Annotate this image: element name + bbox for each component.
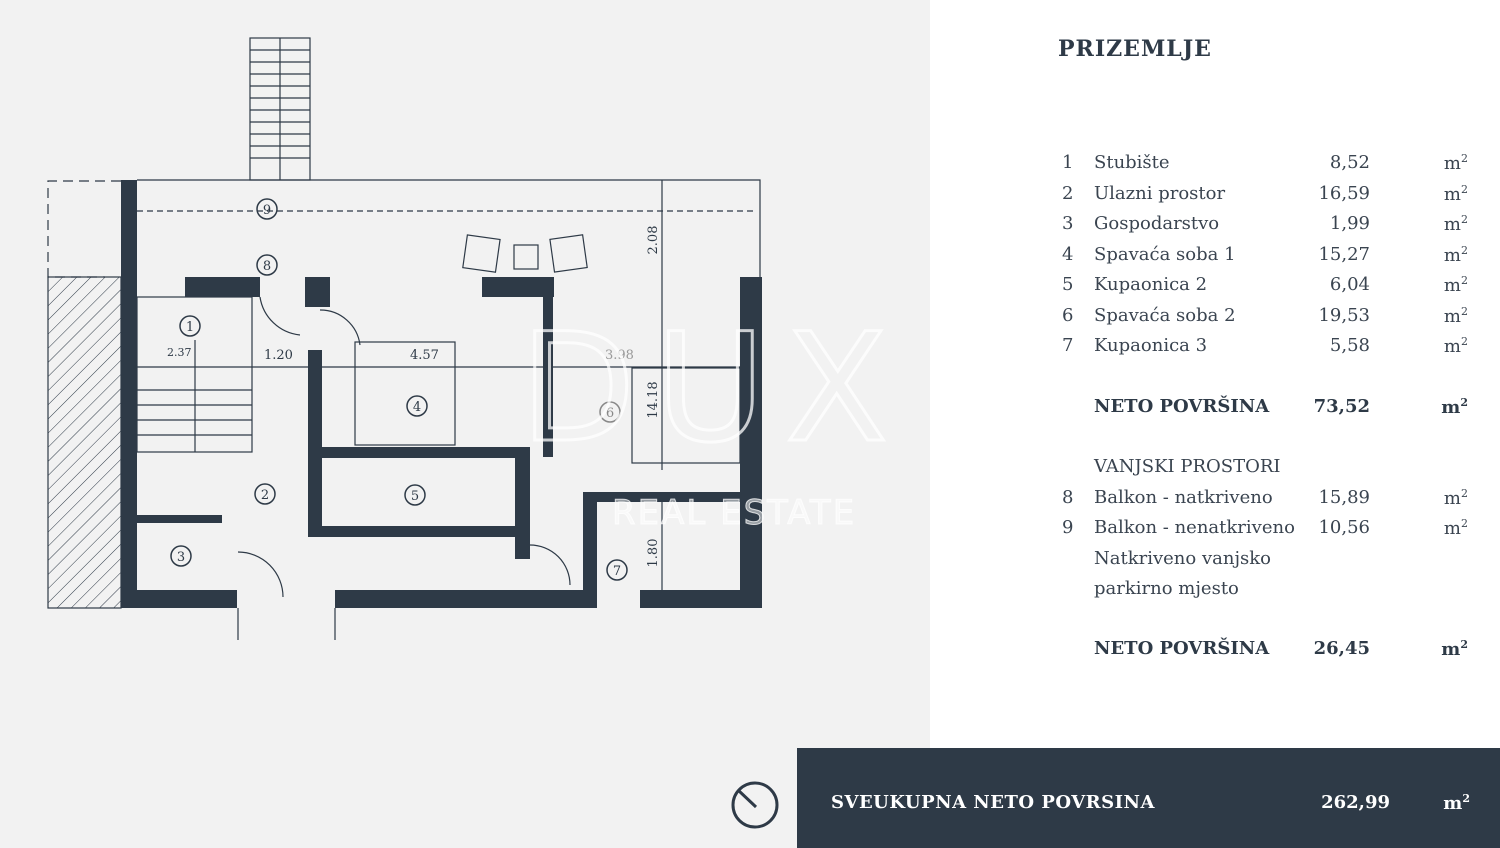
row-unit: m2 [1443,304,1468,327]
row-area: 10,56 [1318,517,1370,539]
stair-steps [250,38,310,180]
svg-text:8: 8 [263,259,271,274]
row-name: Natkriveno vanjsko [1094,547,1272,569]
outdoor-heading: VANJSKI PROSTORI [1058,456,1468,486]
svg-text:4: 4 [413,400,421,415]
row-name: NETO POVRŠINA [1094,638,1270,659]
net-outdoor-row: NETO POVRŠINA 26,45 m2 [1058,638,1468,668]
outdoor-heading-label: VANJSKI PROSTORI [1094,456,1281,477]
svg-text:7: 7 [613,564,621,579]
svg-text:1.80: 1.80 [646,539,661,568]
svg-text:9: 9 [263,203,271,218]
row-name: Balkon - natkriveno [1094,487,1273,508]
row-area: 73,52 [1313,396,1370,417]
row-name: Spavaća soba 1 [1094,243,1236,265]
row-unit: m2 [1443,243,1468,266]
room-row: 4 Spavaća soba 1 15,27 m2 [1058,244,1468,274]
net-area-row: NETO POVRŠINA 73,52 m2 [1058,396,1468,426]
row-number: 9 [1062,517,1074,539]
dimension-labels: 2.08 1.20 4.57 3.98 14.18 1.80 2.37 [167,226,661,568]
row-number: 2 [1062,182,1074,204]
room-row: 5 Kupaonica 2 6,04 m2 [1058,274,1468,304]
room-row: 3 Gospodarstvo 1,99 m2 [1058,213,1468,243]
room-labels: 1 2 3 4 5 6 7 8 9 [170,198,628,581]
row-area: 6,04 [1329,274,1370,295]
room-row: 7 Kupaonica 3 5,58 m2 [1058,335,1468,365]
row-area: 26,45 [1313,638,1370,659]
parking-outline [47,180,121,278]
row-area: 16,59 [1318,182,1370,204]
row-name: Stubište [1094,152,1170,173]
svg-text:6: 6 [606,406,614,421]
svg-text:3.98: 3.98 [605,348,634,363]
row-number: 3 [1062,213,1074,234]
bed-1 [354,341,456,446]
svg-text:2.08: 2.08 [646,226,661,255]
compass-icon [731,781,779,829]
total-bar: SVEUKUPNA NETO POVRSINA 262,99 m2 [797,748,1500,848]
floor-title: PRIZEMLJE [1058,36,1212,62]
row-area: 8,52 [1329,152,1370,173]
row-area: 15,27 [1318,243,1370,265]
svg-text:1: 1 [186,320,194,335]
balcony-outline [137,179,761,277]
room-row: 1 Stubište 8,52 m2 [1058,152,1468,182]
walls [121,180,762,608]
row-unit: m2 [1443,274,1468,296]
total-area: 262,99 [1321,792,1390,813]
row-area: 19,53 [1318,304,1370,326]
svg-text:REAL ESTATE: REAL ESTATE [612,493,856,533]
outdoor-row: parkirno mjesto [1058,578,1468,608]
row-name: Balkon - nenatkriveno [1094,517,1295,539]
row-unit: m2 [1443,487,1468,509]
total-label: SVEUKUPNA NETO POVRSINA [831,792,1155,813]
row-unit: m2 [1443,335,1468,357]
row-name: parkirno mjesto [1094,577,1239,599]
row-area: 15,89 [1318,487,1370,508]
balcony-furniture [462,234,588,273]
outdoor-row: 9 Balkon - nenatkriveno 10,56 m2 [1058,517,1468,547]
row-name: Kupaonica 3 [1094,335,1208,356]
row-name: Kupaonica 2 [1094,274,1208,295]
row-number: 8 [1062,487,1074,508]
floor-plan: 1 2 3 4 5 6 7 8 9 2.08 1.20 4.57 3.98 14… [47,37,908,640]
total-unit: m2 [1443,792,1470,814]
row-number: 5 [1062,274,1074,295]
row-unit: m2 [1441,396,1468,418]
watermark-logo: DUX REAL ESTATE [519,301,908,534]
doors [237,296,571,640]
row-unit: m2 [1443,182,1468,205]
outdoor-row: Natkriveno vanjsko [1058,548,1468,578]
row-number: 6 [1062,304,1074,326]
room-row: 6 Spavaća soba 2 19,53 m2 [1058,305,1468,335]
svg-text:1.20: 1.20 [264,348,293,363]
hatched-wall [47,276,122,609]
svg-text:3: 3 [177,550,185,565]
row-number: 7 [1062,335,1074,356]
row-name: Gospodarstvo [1094,213,1220,234]
area-panel: PRIZEMLJE 1 Stubište 8,52 m2 2 Ulazni prostor… [930,0,1500,748]
svg-text:4.57: 4.57 [410,348,439,363]
svg-text:2: 2 [261,488,269,503]
row-number: 1 [1062,152,1074,173]
svg-text:14.18: 14.18 [646,381,661,418]
row-area: 1,99 [1329,213,1370,234]
row-unit: m2 [1443,152,1468,174]
row-number: 4 [1062,243,1074,265]
row-name: Ulazni prostor [1094,182,1226,204]
svg-text:5: 5 [411,489,419,504]
svg-text:2.37: 2.37 [167,346,192,359]
row-unit: m2 [1441,638,1468,660]
room-row: 2 Ulazni prostor 16,59 m2 [1058,183,1468,213]
row-unit: m2 [1443,213,1468,235]
stairs-interior [136,296,253,453]
row-unit: m2 [1443,517,1468,540]
row-area: 5,58 [1329,335,1370,356]
row-name: NETO POVRŠINA [1094,396,1270,417]
svg-text:DUX: DUX [520,302,908,476]
outdoor-row: 8 Balkon - natkriveno 15,89 m2 [1058,487,1468,517]
row-name: Spavaća soba 2 [1094,304,1236,326]
